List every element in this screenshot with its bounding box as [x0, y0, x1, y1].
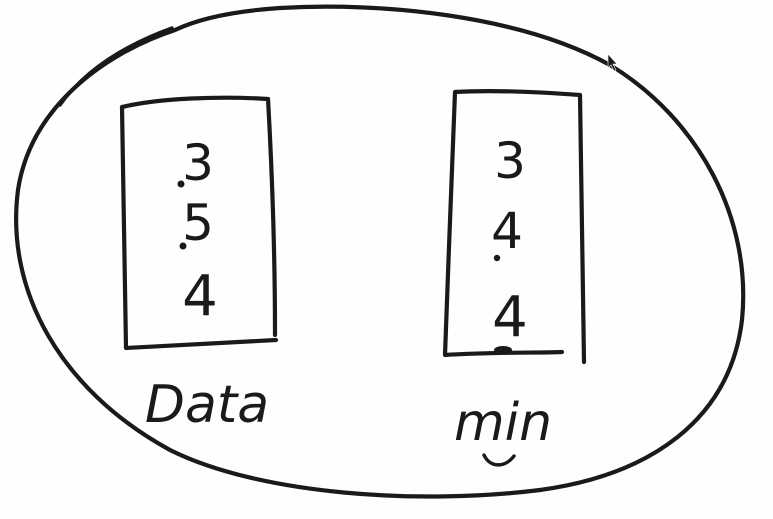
min-item-0: 3 — [494, 132, 526, 190]
data-mark-2 — [179, 242, 187, 250]
enclosing-ellipse — [14, 4, 746, 499]
data-stack-box — [119, 95, 279, 351]
min-stack-items: 3 4 4 — [491, 132, 528, 350]
data-stack-label: Data — [145, 375, 269, 435]
data-item-1: 5 — [182, 194, 214, 252]
min-item-1: 4 — [491, 202, 523, 260]
data-item-2: 4 — [182, 264, 218, 329]
min-mark-1 — [493, 254, 501, 262]
ellipse-overlap-stroke — [58, 26, 174, 107]
data-stack-items: 3 5 4 — [182, 134, 218, 329]
min-mark-2 — [494, 346, 512, 354]
data-stack: 3 5 4 Data — [119, 95, 279, 435]
min-stack-label: min — [454, 393, 552, 453]
data-mark-1 — [177, 180, 185, 188]
min-item-2: 4 — [492, 285, 528, 350]
min-stack-box — [442, 89, 587, 365]
data-item-0: 3 — [182, 134, 214, 192]
min-stack: 3 4 4 min — [442, 89, 587, 467]
cursor-icon — [607, 53, 618, 72]
min-underline — [482, 453, 516, 467]
